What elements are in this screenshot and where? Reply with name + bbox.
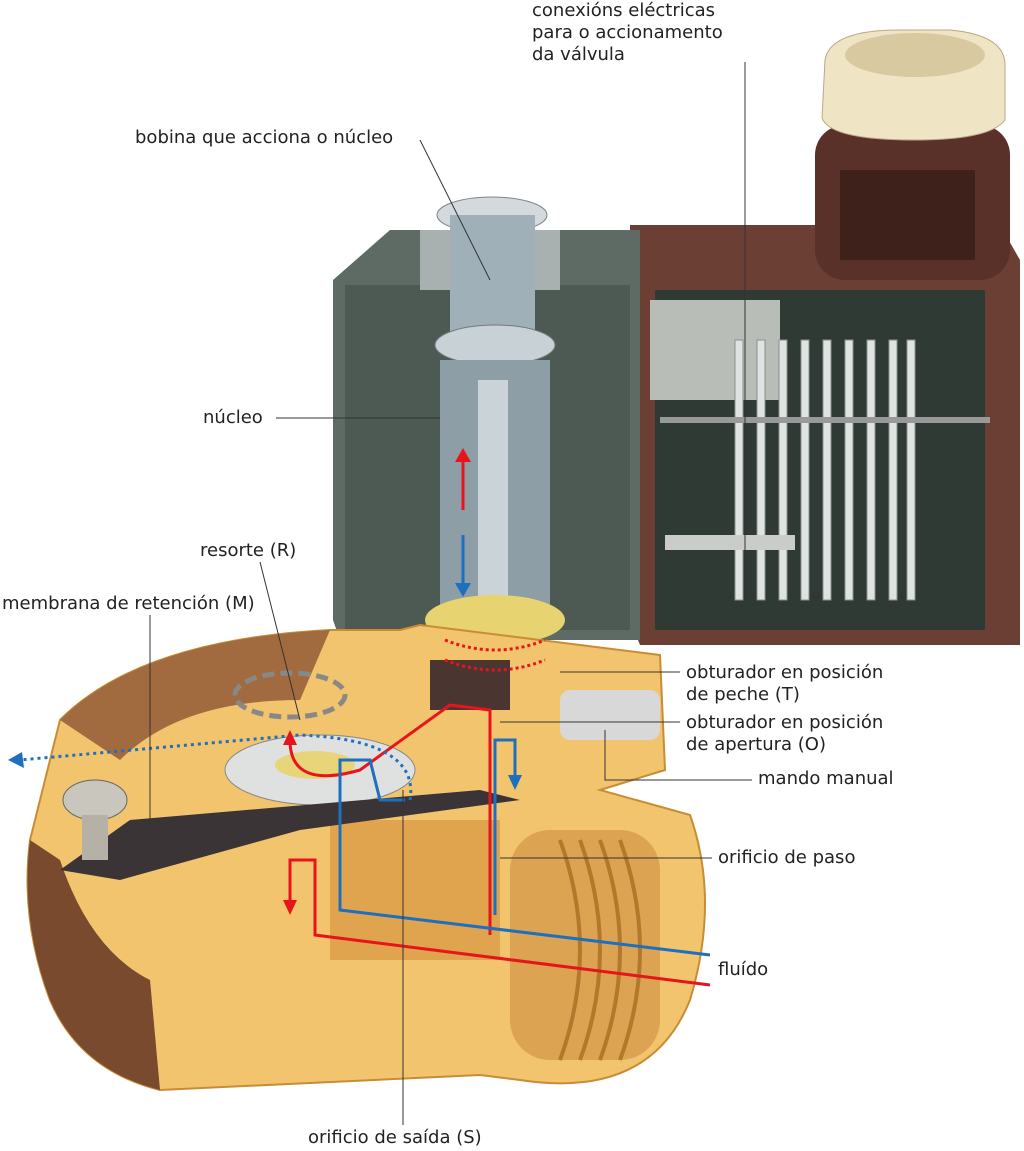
red-flow-line bbox=[288, 858, 711, 987]
label-line: conexións eléctricas bbox=[532, 0, 716, 21]
brass-body bbox=[26, 623, 706, 1092]
label-coil: bobina que acciona o núcleo bbox=[135, 127, 394, 148]
blue-flow-line bbox=[338, 758, 711, 957]
label-line: de apertura (O) bbox=[686, 734, 826, 755]
blue-dotted-flow bbox=[19, 733, 413, 801]
label-open-plug: obturador en posición de apertura (O) bbox=[686, 712, 883, 756]
label-line: obturador en posición bbox=[686, 712, 884, 733]
label-outlet-orifice: orificio de saída (S) bbox=[308, 1127, 482, 1148]
label-manual-control: mando manual bbox=[758, 768, 894, 789]
red-flow-line-inner bbox=[288, 703, 492, 935]
label-line: da válvula bbox=[532, 44, 625, 65]
flow-paths bbox=[19, 455, 711, 987]
leader-lines bbox=[149, 62, 752, 1125]
connector-knob bbox=[815, 29, 1010, 280]
core bbox=[425, 196, 565, 645]
arrowheads bbox=[8, 448, 522, 915]
label-passage-orifice: orificio de paso bbox=[718, 847, 856, 868]
label-closed-plug: obturador en posición de peche (T) bbox=[686, 662, 883, 706]
label-line: de peche (T) bbox=[686, 684, 800, 705]
label-line: obturador en posición bbox=[686, 662, 884, 683]
label-spring: resorte (R) bbox=[200, 540, 297, 561]
label-line: para o accionamento bbox=[532, 22, 723, 43]
label-core: núcleo bbox=[203, 407, 263, 428]
electrical-housing bbox=[630, 225, 1020, 645]
label-fluid: fluído bbox=[718, 959, 769, 980]
label-membrane: membrana de retención (M) bbox=[2, 593, 255, 614]
red-dotted-plug bbox=[444, 638, 546, 672]
label-electrical-connections: conexións eléctricas para o accionamento… bbox=[532, 0, 723, 66]
blue-flow-line-inner bbox=[493, 738, 517, 915]
